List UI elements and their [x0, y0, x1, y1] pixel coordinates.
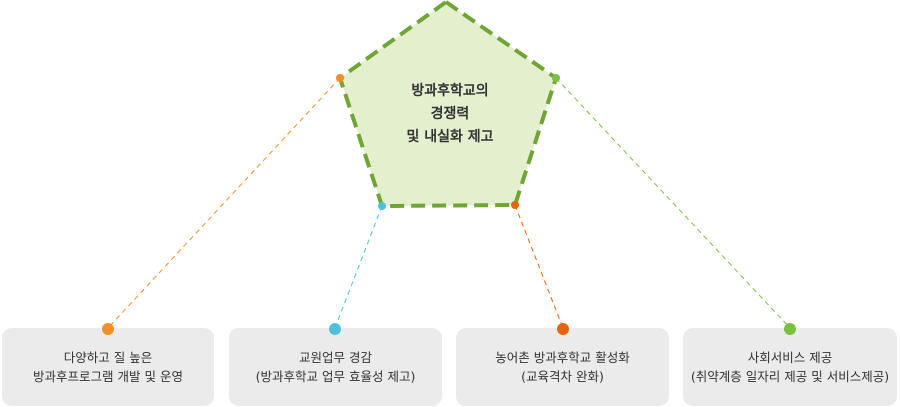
connector-line-1 [107, 77, 341, 329]
center-title-line-2: 경쟁력 [430, 106, 470, 122]
connector-line-4 [555, 77, 791, 329]
center-pentagon [337, 0, 559, 209]
goal-box-workload-line-2: (방과후학교 업무 효율성 제고) [255, 369, 416, 384]
vertex-dot-3 [511, 201, 519, 209]
center-title-line-1: 방과후학교의 [411, 83, 489, 99]
goal-box-program-line-2: 방과후프로그램 개발 및 운영 [33, 369, 183, 384]
goal-box-workload-line-1: 교원업무 경감 [299, 350, 372, 365]
goal-box-program-line-1: 다양하고 질 높은 [63, 350, 153, 365]
connector-line-2 [334, 205, 383, 329]
connector-line-3 [514, 204, 564, 329]
vertex-dot-4 [552, 74, 560, 82]
vertex-dot-2 [378, 202, 386, 210]
goal-box-program: 다양하고 질 높은 방과후프로그램 개발 및 운영 [2, 328, 214, 406]
center-title-line-3: 및 내실화 제고 [406, 129, 494, 145]
goal-box-rural: 농어촌 방과후학교 활성화 (교육격차 완화) [456, 328, 669, 406]
goal-box-social-service: 사회서비스 제공 (취약계층 일자리 제공 및 서비스제공) [683, 328, 897, 406]
goal-box-rural-line-2: (교육격차 완화) [521, 369, 604, 384]
goal-box-social-service-line-1: 사회서비스 제공 [747, 350, 833, 365]
goal-box-social-service-line-2: (취약계층 일자리 제공 및 서비스제공) [690, 369, 890, 384]
goal-box-rural-line-1: 농어촌 방과후학교 활성화 [495, 350, 630, 365]
center-title: 방과후학교의 경쟁력 및 내실화 제고 [370, 80, 530, 149]
vertex-dot-1 [336, 74, 344, 82]
goal-box-workload: 교원업무 경감 (방과후학교 업무 효율성 제고) [229, 328, 442, 406]
